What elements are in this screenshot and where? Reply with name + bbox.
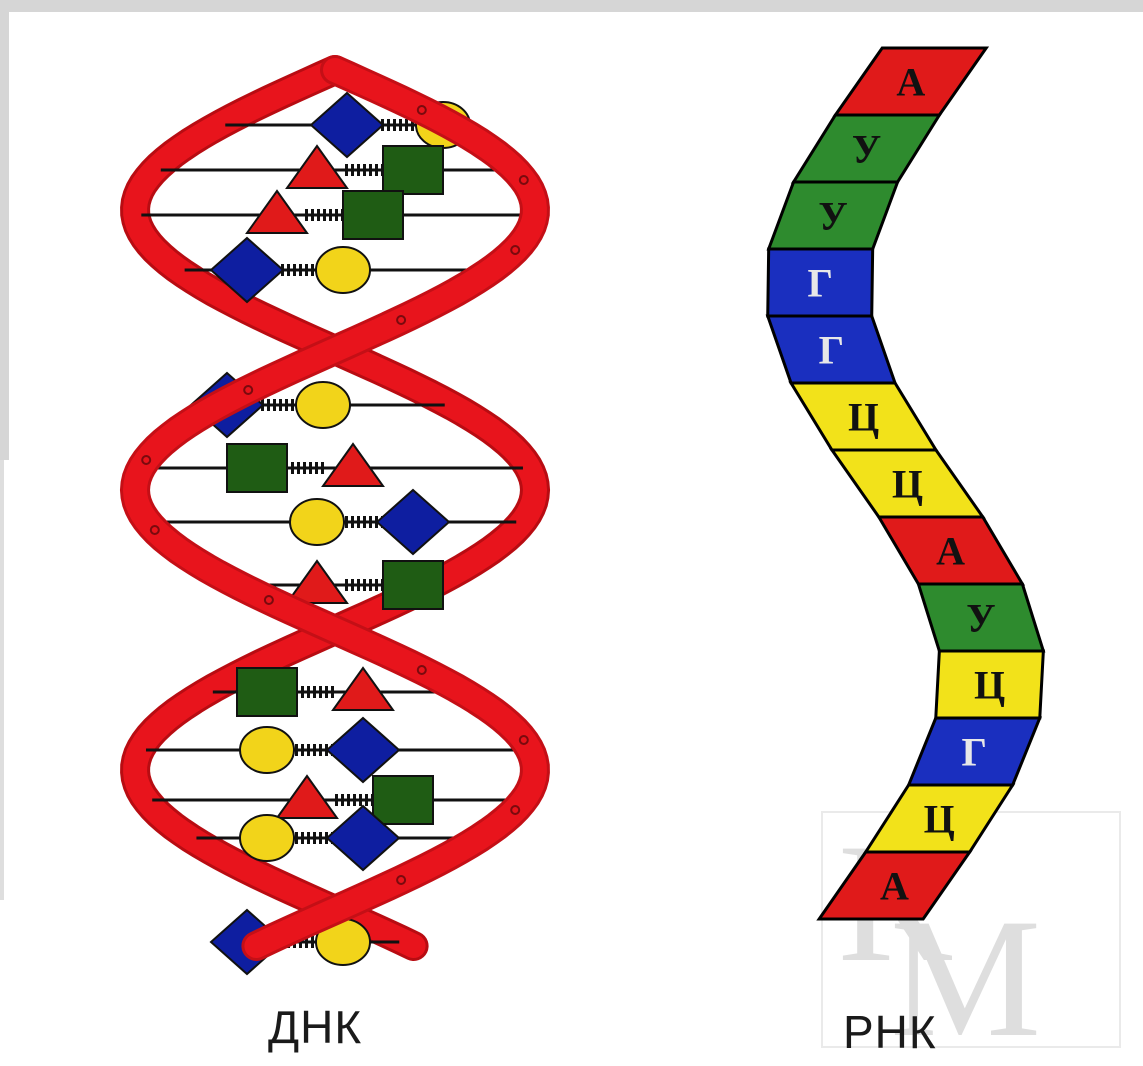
rna-nucleotide-letter: Ц bbox=[924, 797, 955, 842]
triangle-base-icon bbox=[247, 191, 307, 233]
rna-nucleotide-letter: Г bbox=[807, 261, 832, 306]
circle-base-icon bbox=[290, 499, 344, 545]
triangle-base-icon bbox=[333, 668, 393, 710]
triangle-base-icon bbox=[277, 776, 337, 818]
rna-segment: Ц bbox=[832, 450, 983, 517]
rna-nucleotide-letter: У bbox=[966, 596, 995, 641]
dna-label: ДНК bbox=[268, 1000, 362, 1054]
triangle-base-icon bbox=[287, 146, 347, 188]
rna-segment: Ц bbox=[936, 651, 1044, 718]
square-base-icon bbox=[343, 191, 403, 239]
triangle-base-icon bbox=[323, 444, 383, 486]
square-base-icon bbox=[237, 668, 297, 716]
diamond-base-icon bbox=[327, 718, 399, 782]
rna-nucleotide-letter: Ц bbox=[974, 663, 1005, 708]
rna-nucleotide-letter: Ц bbox=[892, 462, 923, 507]
rna-nucleotide-letter: У bbox=[852, 127, 881, 172]
dna-base-pair bbox=[141, 191, 528, 239]
square-base-icon bbox=[227, 444, 287, 492]
rna-segment: Г bbox=[768, 316, 895, 383]
circle-base-icon bbox=[296, 382, 350, 428]
dna-base-pair bbox=[146, 718, 524, 782]
rna-nucleotide-letter: Г bbox=[819, 328, 844, 373]
rna-nucleotide-letter: А bbox=[896, 60, 925, 105]
rna-segment: А bbox=[879, 517, 1023, 584]
rna-nucleotide-letter: Г bbox=[961, 730, 986, 775]
square-base-icon bbox=[383, 146, 443, 194]
dna-base-pair bbox=[147, 444, 523, 492]
rna-nucleotide-letter: А bbox=[936, 529, 965, 574]
circle-base-icon bbox=[240, 815, 294, 861]
rna-segment: У bbox=[769, 182, 898, 249]
rna-segment: Г bbox=[909, 718, 1040, 785]
rna-segment: Г bbox=[768, 249, 873, 316]
dna-base-pair bbox=[161, 146, 509, 194]
rna-nucleotide-letter: У bbox=[818, 194, 847, 239]
dna-base-pair bbox=[154, 490, 516, 554]
circle-base-icon bbox=[316, 247, 370, 293]
square-base-icon bbox=[373, 776, 433, 824]
diamond-base-icon bbox=[377, 490, 449, 554]
rna-segment: У bbox=[918, 584, 1043, 651]
rna-label: РНК bbox=[843, 1005, 937, 1059]
circle-base-icon bbox=[240, 727, 294, 773]
square-base-icon bbox=[383, 561, 443, 609]
rna-segment: А bbox=[835, 48, 986, 115]
rna-segment: У bbox=[794, 115, 940, 182]
rna-nucleotide-letter: А bbox=[880, 864, 909, 909]
dna-base-pair bbox=[152, 776, 518, 824]
rna-nucleotide-letter: Ц bbox=[848, 395, 879, 440]
rna-segment: Ц bbox=[791, 383, 936, 450]
